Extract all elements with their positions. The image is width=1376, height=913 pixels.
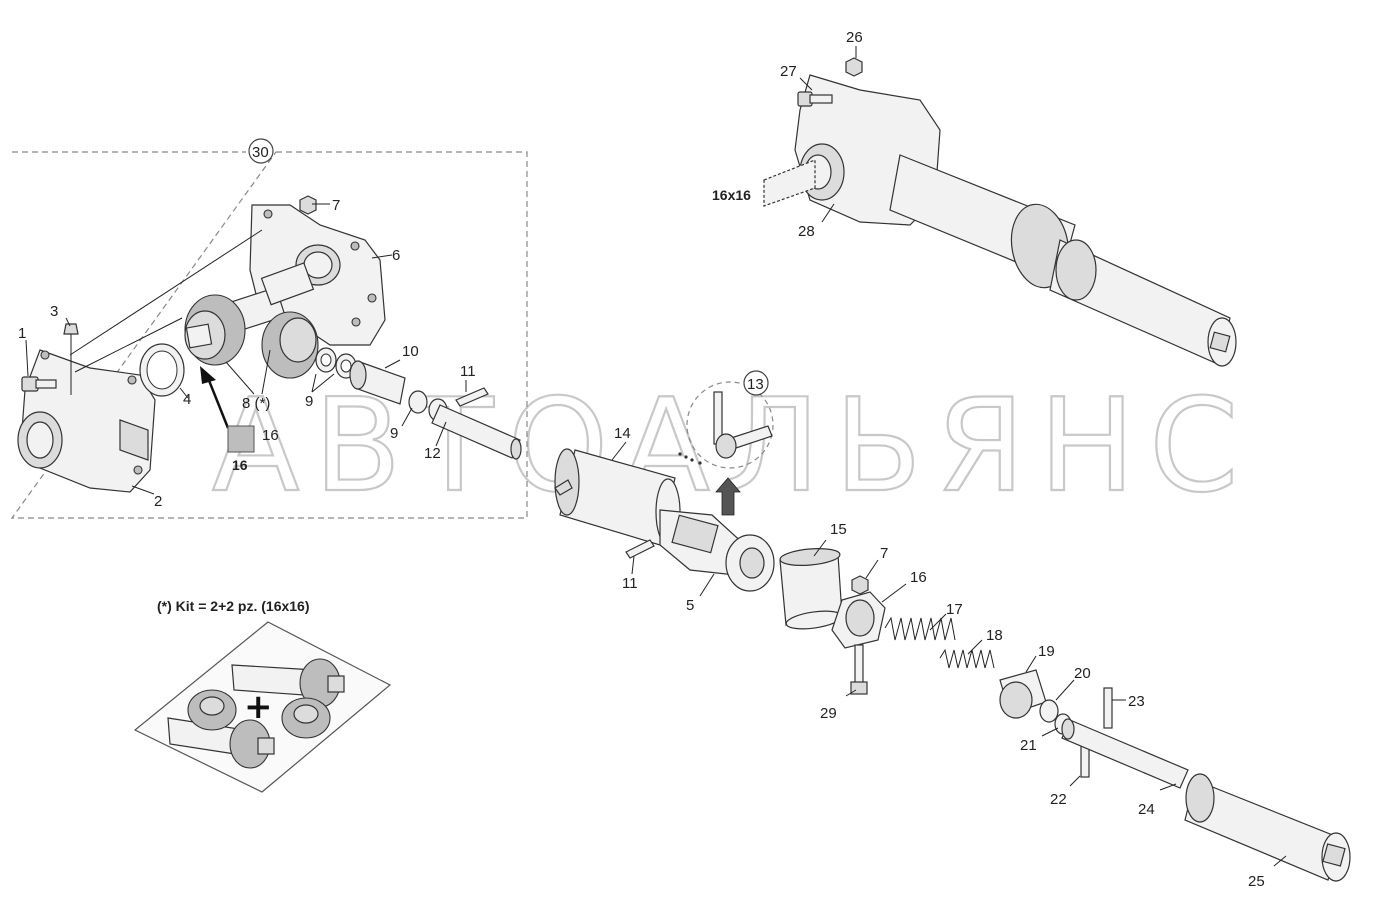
callout-11-bottom: 11 xyxy=(622,575,638,592)
callout-12: 12 xyxy=(424,445,441,462)
snap-ring-part-20 xyxy=(1039,699,1059,723)
callout-22: 22 xyxy=(1050,791,1067,808)
callout-9-left: 9 xyxy=(305,393,313,410)
callout-17: 17 xyxy=(946,601,963,618)
pin-part-22 xyxy=(1080,744,1090,778)
kit-label: (*) Kit = 2+2 pz. (16x16) xyxy=(157,598,310,614)
callout-7-lower: 7 xyxy=(880,545,888,562)
kit-gear-shaft-1 xyxy=(231,658,345,708)
kit-ref-label: 16 xyxy=(232,457,248,473)
bevel-gear-part-8-b xyxy=(260,262,319,379)
kit-gear-shaft-2 xyxy=(167,717,275,769)
universal-joint-yoke-part-5 xyxy=(659,509,775,592)
nut-part-7-lower xyxy=(851,575,869,595)
grease-nipple-part-3 xyxy=(63,323,79,395)
protective-cup-part-15 xyxy=(779,548,843,630)
cross-pin-subassembly-13: 13 xyxy=(678,370,774,516)
pin-part-11-bottom xyxy=(625,539,655,559)
gearbox-housing-left xyxy=(17,349,156,493)
callout-1: 1 xyxy=(18,325,26,342)
callout-8: 8 (*) xyxy=(242,395,270,412)
callout-10: 10 xyxy=(402,343,419,360)
seal-ring-part-4 xyxy=(139,343,185,397)
bolt-part-27 xyxy=(797,91,833,107)
callout-4: 4 xyxy=(183,391,191,408)
shaft-part-12 xyxy=(431,404,522,460)
callout-27: 27 xyxy=(780,63,797,80)
assembled-gearbox-top-right xyxy=(763,74,1237,367)
callout-24: 24 xyxy=(1138,801,1155,818)
callout-7-top: 7 xyxy=(332,197,340,214)
kit-bevel-gear-2 xyxy=(281,697,331,739)
subassembly-13-label: 13 xyxy=(747,376,764,393)
callout-14: 14 xyxy=(614,425,631,442)
kit-reference-arrow xyxy=(200,366,230,429)
callout-20: 20 xyxy=(1074,665,1091,682)
callout-18: 18 xyxy=(986,627,1003,644)
callout-23: 23 xyxy=(1128,693,1145,710)
pin-part-11-top xyxy=(455,387,489,407)
spring-part-18 xyxy=(939,648,995,669)
callout-11-top: 11 xyxy=(460,363,476,380)
callout-5: 5 xyxy=(686,597,694,614)
callout-15: 15 xyxy=(830,521,847,538)
callout-21: 21 xyxy=(1020,737,1037,754)
spring-part-17 xyxy=(884,616,956,641)
clutch-hub-part-16 xyxy=(831,591,886,649)
kit-reference-box: 16 16 xyxy=(227,425,279,473)
nut-part-26 xyxy=(845,57,863,77)
callout-2: 2 xyxy=(154,493,162,510)
callout-28: 28 xyxy=(798,223,815,240)
callout-25: 25 xyxy=(1248,873,1265,890)
kit-ref-small: 16 xyxy=(262,427,279,444)
kit-bevel-gear-1 xyxy=(187,689,237,731)
callout-3: 3 xyxy=(50,303,58,320)
callout-26: 26 xyxy=(846,29,863,46)
bolt-part-1 xyxy=(21,376,57,392)
spare-kit-bag: + xyxy=(133,621,392,793)
callout-9-right: 9 xyxy=(390,425,398,442)
callout-29: 29 xyxy=(820,705,837,722)
kit-plus-sign: + xyxy=(244,687,273,727)
callout-19: 19 xyxy=(1038,643,1055,660)
callout-6: 6 xyxy=(392,247,400,264)
bolt-part-29 xyxy=(850,644,868,695)
size-label-16x16: 16x16 xyxy=(712,187,751,203)
inner-shaft-part-24 xyxy=(1061,718,1189,789)
bushing-part-10 xyxy=(349,360,406,405)
pin-part-23 xyxy=(1103,687,1113,729)
callout-16: 16 xyxy=(910,569,927,586)
splined-tube-part-25 xyxy=(1184,773,1351,882)
group-30-label: 30 xyxy=(252,144,269,161)
nut-part-7-top xyxy=(299,195,317,215)
callout-numbers: 1 3 2 4 7 6 8 (*) 9 10 9 11 12 14 11 5 1… xyxy=(18,29,1265,890)
collar-part-19 xyxy=(999,669,1047,719)
leader-lines xyxy=(25,46,1287,867)
